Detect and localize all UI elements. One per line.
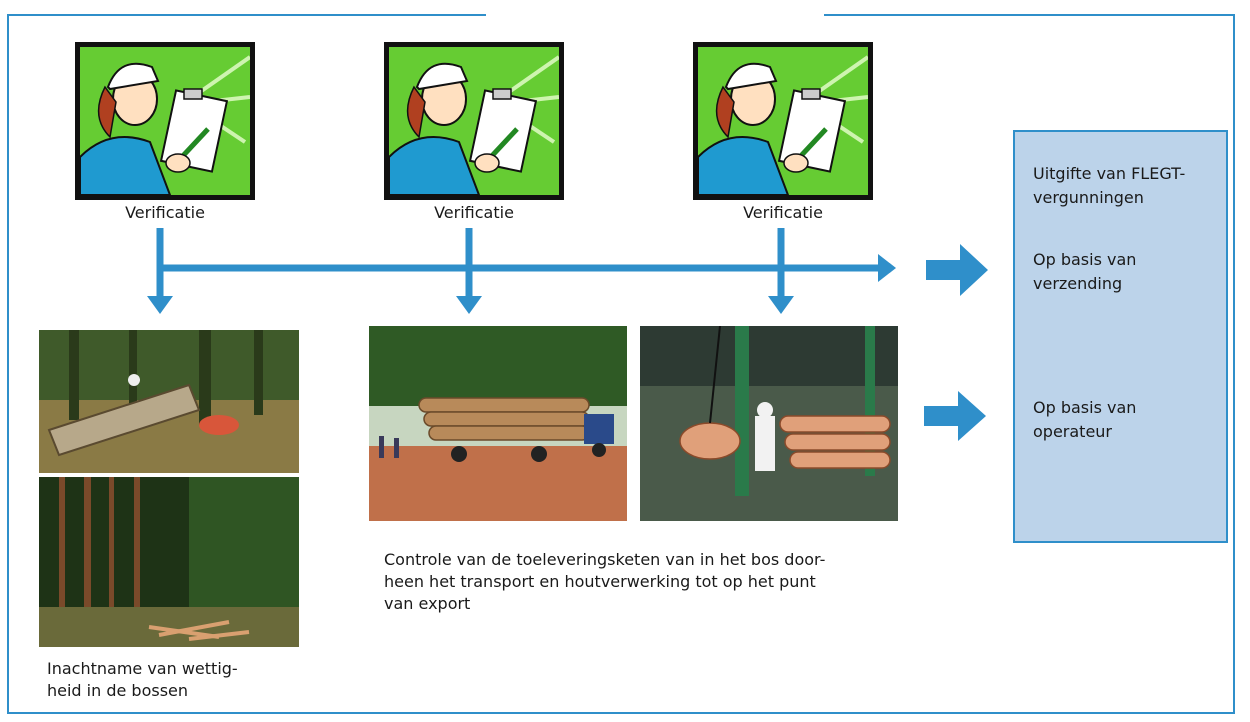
inspector-illustration-1 [75, 42, 255, 200]
arrow-right-icon [926, 244, 988, 296]
licence-heading: Uitgifte van FLEGT- vergunningen [1033, 164, 1186, 207]
forest-legality-caption: Inachtname van wettig- heid in de bossen [47, 659, 238, 700]
forest-felling-photo [39, 330, 299, 473]
inspector-illustration-3 [693, 42, 873, 200]
arrow-down-icon [768, 296, 794, 314]
arrow-down-icon [147, 296, 173, 314]
diagram-title [486, 0, 824, 26]
sawmill-photo [640, 326, 898, 521]
verification-caption-2: Verificatie [434, 203, 514, 222]
forest-plantation-photo [39, 477, 299, 647]
inspector-illustration-2 [384, 42, 564, 200]
flegt-licence-box: Uitgifte van FLEGT- vergunningen Op basi… [1013, 130, 1228, 543]
operator-basis-label: Op basis van operateur [1033, 398, 1137, 441]
supply-chain-caption: Controle van de toeleveringsketen van in… [384, 550, 826, 613]
verification-caption-3: Verificatie [743, 203, 823, 222]
verification-caption-1: Verificatie [125, 203, 205, 222]
arrow-down-icon [456, 296, 482, 314]
shipment-basis-label: Op basis van verzending [1033, 250, 1137, 293]
log-transport-photo [369, 326, 627, 521]
timeline-arrow-head [878, 254, 896, 282]
arrow-right-icon [924, 391, 986, 441]
